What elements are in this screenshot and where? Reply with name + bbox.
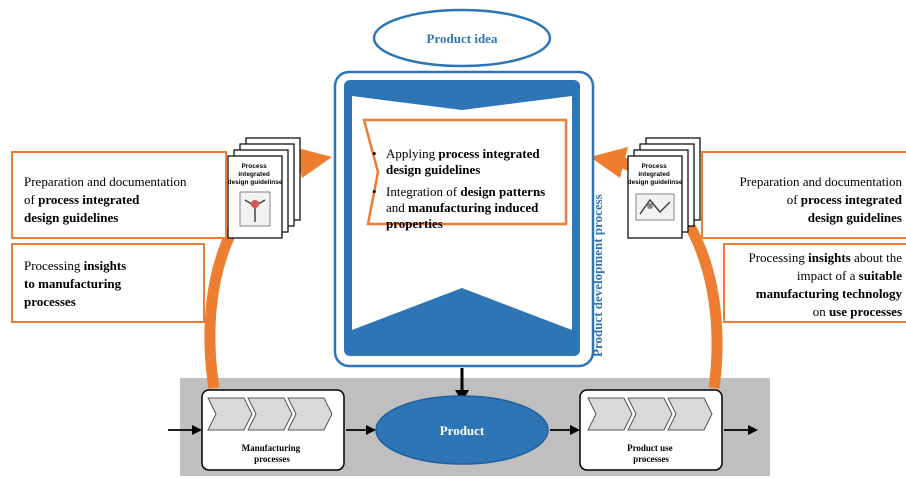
left-doc-label-2: integrated	[238, 171, 269, 178]
right-doc-label-2: integrated	[638, 171, 669, 178]
left-box1-line-2: of process integrated	[24, 192, 140, 207]
side-label-product-development-process: Product development process	[590, 194, 605, 357]
bullet-dot-1: •	[372, 146, 377, 161]
left-box2-line-1: Processing insights	[24, 258, 126, 273]
left-box-insights	[11, 243, 205, 323]
manufacturing-chevrons	[207, 397, 333, 431]
svg-text:Product use processes: Product use processes	[627, 443, 675, 464]
left-document-stack: Process integrated design guidelinse	[227, 137, 301, 239]
product-use-chevrons	[587, 397, 713, 431]
left-box-insights-text: Processing insights to manufacturing proce…	[24, 258, 126, 309]
bullet-1-line-1: Applying process integrated	[386, 146, 540, 161]
right-box2-line-4: on use processes	[813, 304, 902, 319]
manufacturing-label-2: processes	[254, 454, 290, 464]
product-label: Product	[440, 423, 485, 438]
product-use-label-1: Product use	[627, 443, 673, 453]
right-box1-line-2: of process integrated	[787, 192, 903, 207]
right-box2-line-1: Processing insights about the	[749, 250, 903, 265]
left-box1-line-1: Preparation and documentation	[24, 174, 187, 189]
bullet-2-line-2: and manufacturing induced	[386, 200, 539, 215]
svg-text:Process integrated: Process integrated design guidelinse	[628, 163, 683, 186]
svg-text:Manufacturing processes: Manufacturing processes	[242, 443, 303, 464]
right-box-insights	[723, 243, 906, 323]
right-box2-line-2: impact of a suitable	[797, 268, 902, 283]
product-ellipse	[375, 395, 549, 465]
left-box1-line-3: design guidelines	[24, 210, 118, 225]
svg-text:Process integrated: Process integrated design guidelinse	[228, 163, 283, 186]
right-box-insights-text: Processing insights about the impact of a…	[749, 250, 903, 319]
product-idea-ellipse	[372, 8, 552, 68]
product-use-label-2: processes	[633, 454, 669, 464]
right-box-documentation-text: Preparation and documentation of process …	[740, 174, 903, 225]
right-box1-line-1: Preparation and documentation	[740, 174, 903, 189]
bullet-2-line-3: properties	[386, 216, 443, 231]
left-doc-label-3: design guidelinse	[228, 179, 283, 186]
right-box-documentation	[701, 151, 906, 239]
left-box2-line-3: processes	[24, 294, 76, 309]
left-box-documentation-text: Preparation and documentation of process …	[24, 174, 187, 225]
left-doc-label-1: Process	[241, 163, 267, 170]
bullet-dot-2: •	[372, 184, 377, 199]
right-doc-label-1: Process	[641, 163, 667, 170]
right-document-stack: Process integrated design guidelinse	[627, 137, 701, 239]
right-doc-figure	[635, 193, 675, 221]
right-box1-line-3: design guidelines	[808, 210, 902, 225]
bullet-2-line-1: Integration of design patterns	[386, 184, 545, 199]
product-idea-label: Product idea	[427, 31, 498, 46]
right-box2-line-3: manufacturing technology	[756, 286, 903, 301]
bullet-1-line-2: design guidelines	[386, 162, 480, 177]
left-box2-line-2: to manufacturing	[24, 276, 122, 291]
bullet-box	[362, 118, 568, 226]
left-box-documentation	[11, 151, 227, 239]
right-doc-label-3: design guidelinse	[628, 179, 683, 186]
manufacturing-label-1: Manufacturing	[242, 443, 301, 453]
left-doc-figure	[239, 191, 271, 227]
